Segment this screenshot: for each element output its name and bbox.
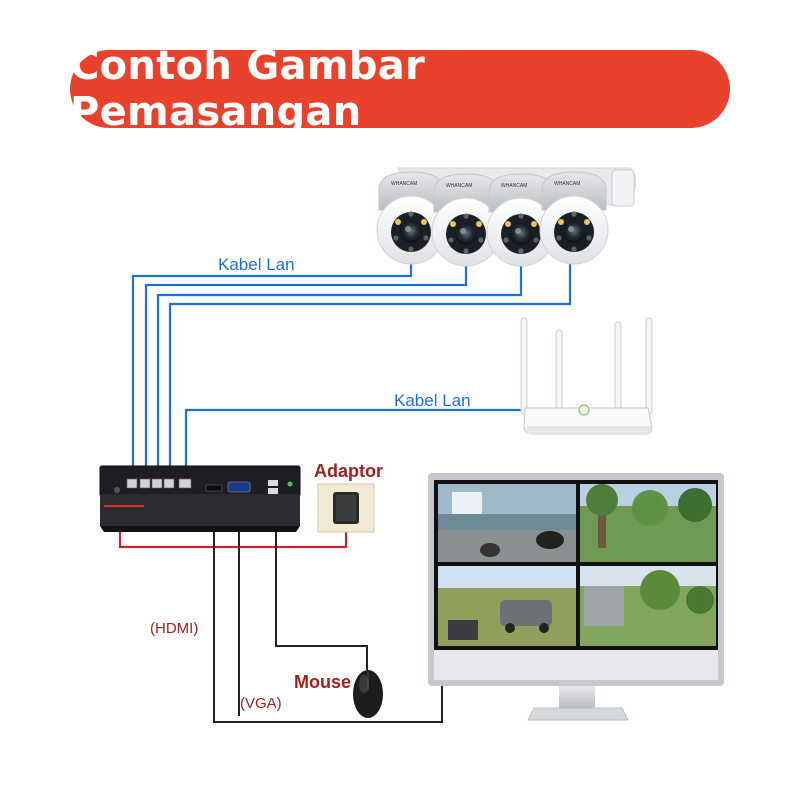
power-adaptor-icon xyxy=(317,483,375,533)
mouse-icon xyxy=(353,670,383,718)
monitor-icon xyxy=(428,473,724,721)
camera-brand: WHANCAM xyxy=(501,183,527,189)
camera-brand: WHANCAM xyxy=(446,183,472,189)
camera-brand: WHANCAM xyxy=(554,181,580,187)
camera-view-2 xyxy=(580,484,716,562)
title-banner: Contoh Gambar Pemasangan xyxy=(70,43,730,135)
lan-cable-camera-4 xyxy=(168,256,572,470)
label-mouse: Mouse xyxy=(294,672,351,692)
label-vga: (VGA) xyxy=(240,695,282,712)
label-lan-router: Kabel Lan xyxy=(394,391,471,410)
lan-cable-router xyxy=(184,408,528,470)
label-lan-cameras: Kabel Lan xyxy=(218,255,295,274)
label-hdmi: (HDMI) xyxy=(150,620,198,637)
page-title: Contoh Gambar Pemasangan xyxy=(70,43,426,135)
lan-cables xyxy=(131,252,572,470)
camera-array: WHANCAM WHANCAM xyxy=(376,167,636,267)
nvr-icon xyxy=(99,465,301,532)
dome-camera-icon: WHANCAM xyxy=(539,171,609,265)
lan-cable-camera-3 xyxy=(156,256,523,470)
dome-camera-icon: WHANCAM xyxy=(486,173,556,267)
lan-cable-camera-2 xyxy=(144,256,468,470)
camera-view-4 xyxy=(580,566,716,646)
camera-view-1 xyxy=(438,484,576,562)
hdmi-cable xyxy=(213,495,443,723)
mouse-cable xyxy=(275,508,368,670)
label-adaptor: Adaptor xyxy=(314,461,383,481)
dome-camera-icon: WHANCAM xyxy=(376,171,446,265)
camera-view-3 xyxy=(438,566,576,646)
dome-camera-icon: WHANCAM xyxy=(431,173,501,267)
router-icon xyxy=(520,317,653,435)
camera-brand: WHANCAM xyxy=(391,181,417,187)
